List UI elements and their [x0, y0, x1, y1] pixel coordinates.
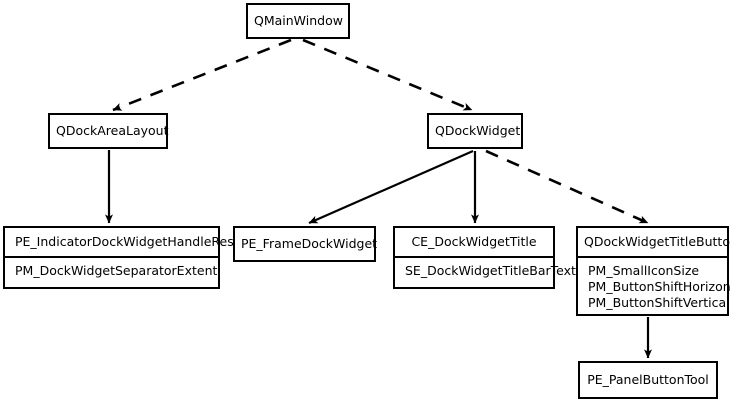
node-ce-dockwidgettitle-title: CE_DockWidgetTitle [411, 234, 537, 249]
node-qmainwindow-title: QMainWindow [254, 12, 343, 28]
node-pe-panelbuttontool-title: PE_PanelButtonTool [587, 371, 709, 387]
node-qdockwidget[interactable]: QDockWidget [427, 113, 523, 149]
edge-qmainwindow-to-qdockarealayout [112, 38, 292, 112]
node-pe-framedockwidget[interactable]: PE_FrameDockWidget [233, 226, 378, 262]
node-qdockwidgettitlebutton-title: QDockWidgetTitleButton [584, 234, 731, 249]
node-pe-framedockwidget-title: PE_FrameDockWidget [241, 235, 378, 251]
node-qdockwidgettitlebutton[interactable]: QDockWidgetTitleButton PM_SmallIconSize … [576, 226, 731, 316]
node-qdockwidgettitlebutton-members: PM_SmallIconSize PM_ButtonShiftHorizonta… [578, 258, 731, 313]
node-qdockwidget-title: QDockWidget [435, 122, 521, 138]
edge-qdockwidget-to-qdockwidgettitlebutton [485, 149, 649, 225]
node-qdockarealayout-title: QDockAreaLayout [56, 122, 169, 138]
edge-qmainwindow-to-qdockwidget [302, 38, 473, 112]
member-row: PM_ButtonShiftVertical [588, 295, 730, 311]
node-ce-dockwidgettitle[interactable]: CE_DockWidgetTitle SE_DockWidgetTitleBar… [393, 226, 576, 289]
edge-qdockwidget-to-pe-framedockwidget [308, 149, 474, 225]
compartment-divider [578, 256, 727, 259]
node-ce-dockwidgettitle-members: SE_DockWidgetTitleBarText [395, 258, 576, 281]
node-qdockarealayout[interactable]: QDockAreaLayout [48, 113, 168, 149]
node-pe-indicator-members: PM_DockWidgetSeparatorExtent [5, 258, 218, 281]
compartment-divider [5, 256, 218, 259]
member-row: SE_DockWidgetTitleBarText [405, 263, 576, 279]
member-row: PM_DockWidgetSeparatorExtent [15, 263, 218, 279]
node-pe-panelbuttontool[interactable]: PE_PanelButtonTool [578, 361, 718, 399]
compartment-divider [395, 256, 553, 259]
member-row: PM_SmallIconSize [588, 263, 700, 279]
node-pe-indicator-title: PE_IndicatorDockWidgetHandleResize [15, 234, 252, 249]
node-qmainwindow[interactable]: QMainWindow [246, 3, 350, 39]
node-pe-indicator-dockwidget-handle-resize[interactable]: PE_IndicatorDockWidgetHandleResize PM_Do… [3, 226, 252, 289]
member-row: PM_ButtonShiftHorizontal [588, 279, 731, 295]
